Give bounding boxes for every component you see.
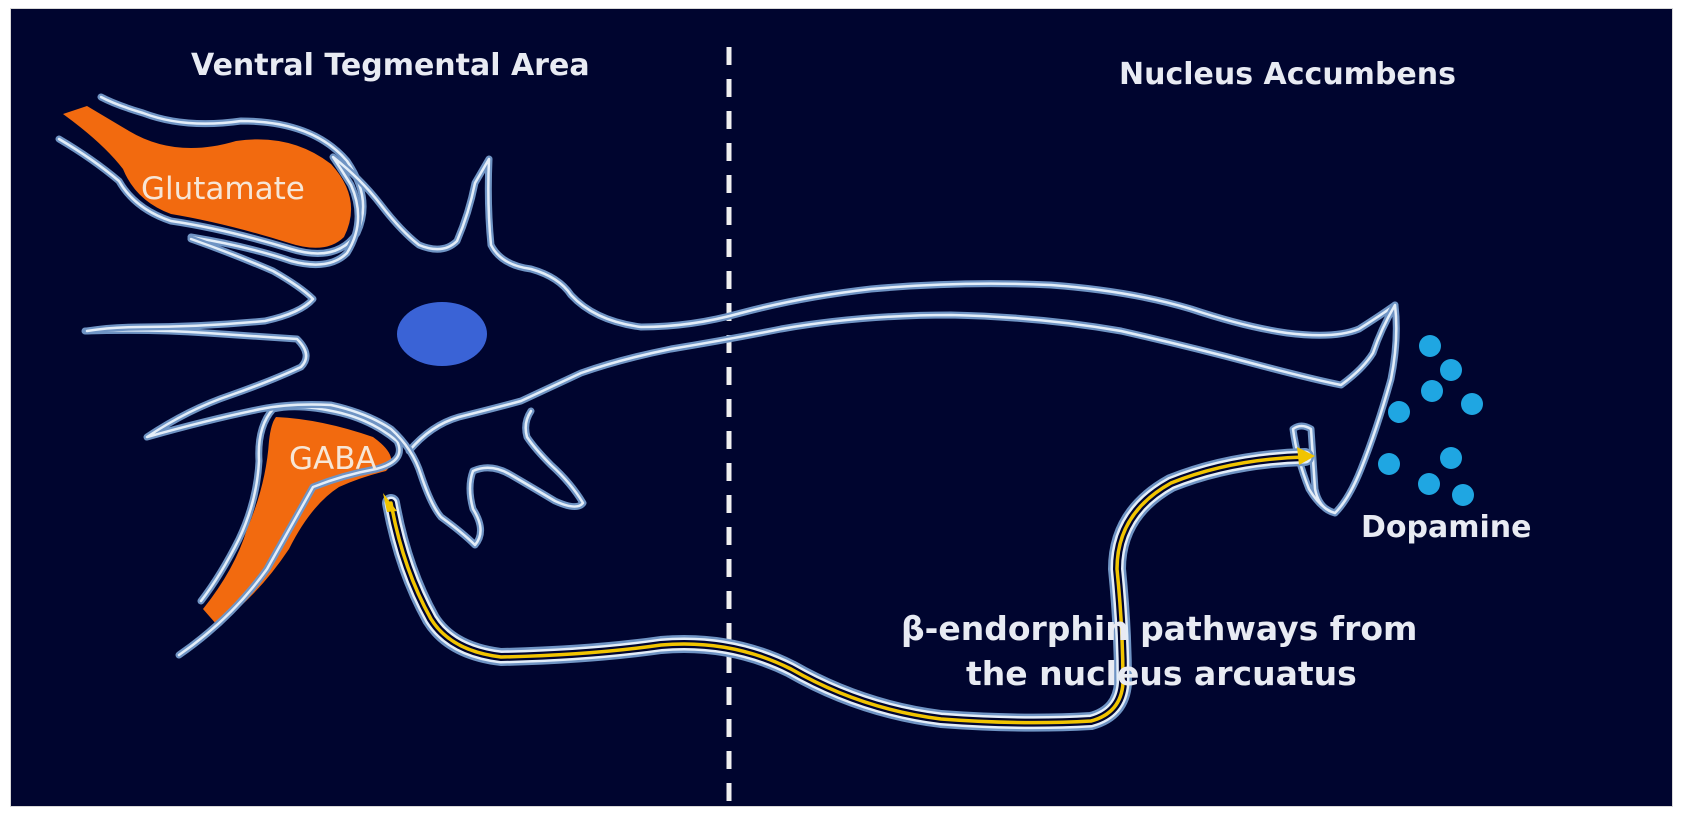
cell-nucleus <box>397 302 487 366</box>
dopamine-vesicle <box>1378 453 1400 475</box>
diagram-frame: Ventral Tegmental Area Nucleus Accumbens… <box>10 8 1673 807</box>
dopamine-vesicle <box>1461 393 1483 415</box>
dopamine-label: Dopamine <box>1361 510 1531 545</box>
dopamine-vesicle <box>1388 401 1410 423</box>
dopamine-vesicle <box>1452 484 1474 506</box>
region-label-vta: Ventral Tegmental Area <box>191 48 590 83</box>
neuron-diagram: Ventral Tegmental Area Nucleus Accumbens… <box>11 9 1673 807</box>
dopamine-vesicle <box>1418 473 1440 495</box>
dopamine-vesicle <box>1419 335 1441 357</box>
dopamine-vesicle <box>1440 359 1462 381</box>
glutamate-label: Glutamate <box>141 171 305 207</box>
dopamine-vesicle <box>1440 447 1462 469</box>
pathway-caption-line2: the nucleus arcuatus <box>966 654 1357 693</box>
gaba-label: GABA <box>289 441 377 477</box>
region-label-nucleus-accumbens: Nucleus Accumbens <box>1119 57 1456 92</box>
pathway-caption-line1: β-endorphin pathways from <box>901 609 1417 648</box>
dopamine-vesicle <box>1421 380 1443 402</box>
